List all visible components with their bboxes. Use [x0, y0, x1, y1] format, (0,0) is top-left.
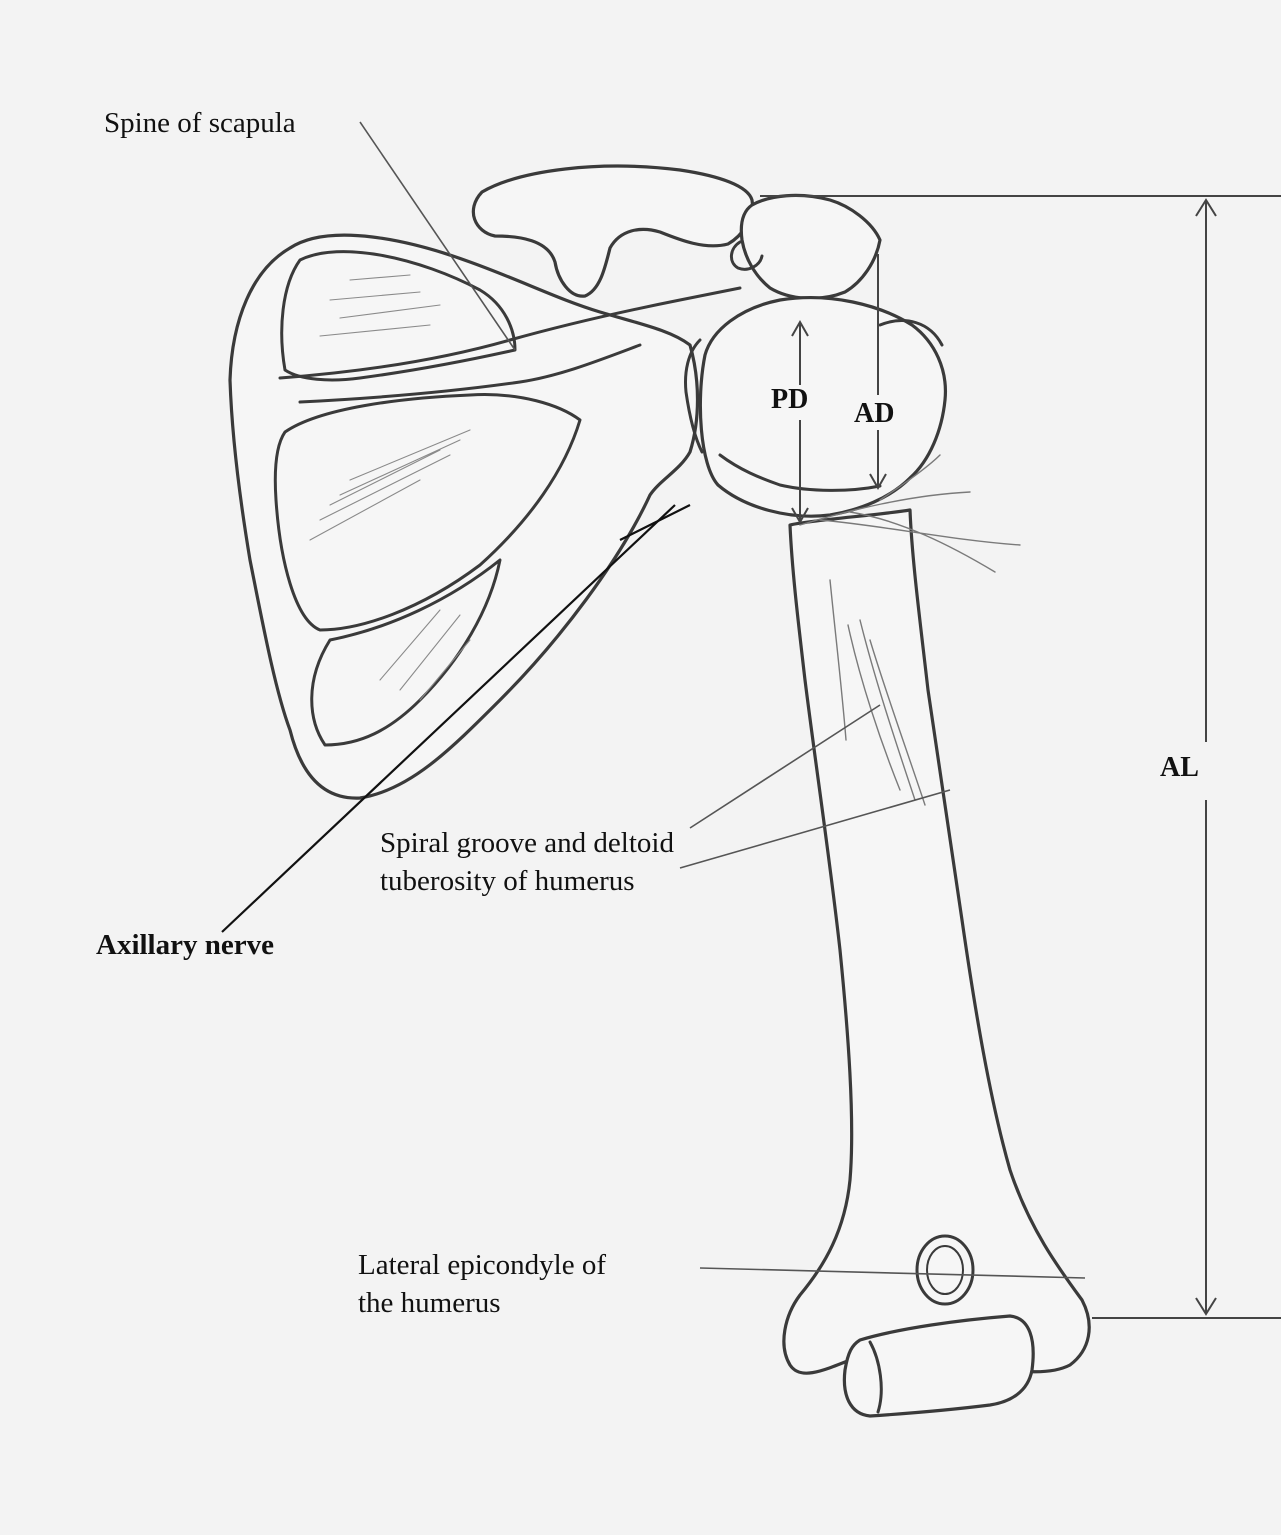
measure-ad: AD — [854, 398, 894, 430]
acromion — [741, 195, 880, 298]
clavicle — [473, 166, 752, 296]
measure-pd: PD — [771, 384, 808, 416]
humerus-shaft — [784, 510, 1089, 1373]
label-spiral-groove-line2: tuberosity of humerus — [380, 862, 635, 900]
label-lateral-epicondyle-line2: the humerus — [358, 1284, 501, 1322]
label-spiral-groove-line1: Spiral groove and deltoid — [380, 824, 674, 862]
humerus-head — [700, 298, 945, 517]
scapula-outline — [230, 235, 698, 798]
label-spine-of-scapula: Spine of scapula — [104, 104, 296, 142]
label-axillary-nerve: Axillary nerve — [96, 926, 274, 964]
measure-al: AL — [1160, 752, 1199, 784]
label-lateral-epicondyle-line1: Lateral epicondyle of — [358, 1246, 606, 1284]
